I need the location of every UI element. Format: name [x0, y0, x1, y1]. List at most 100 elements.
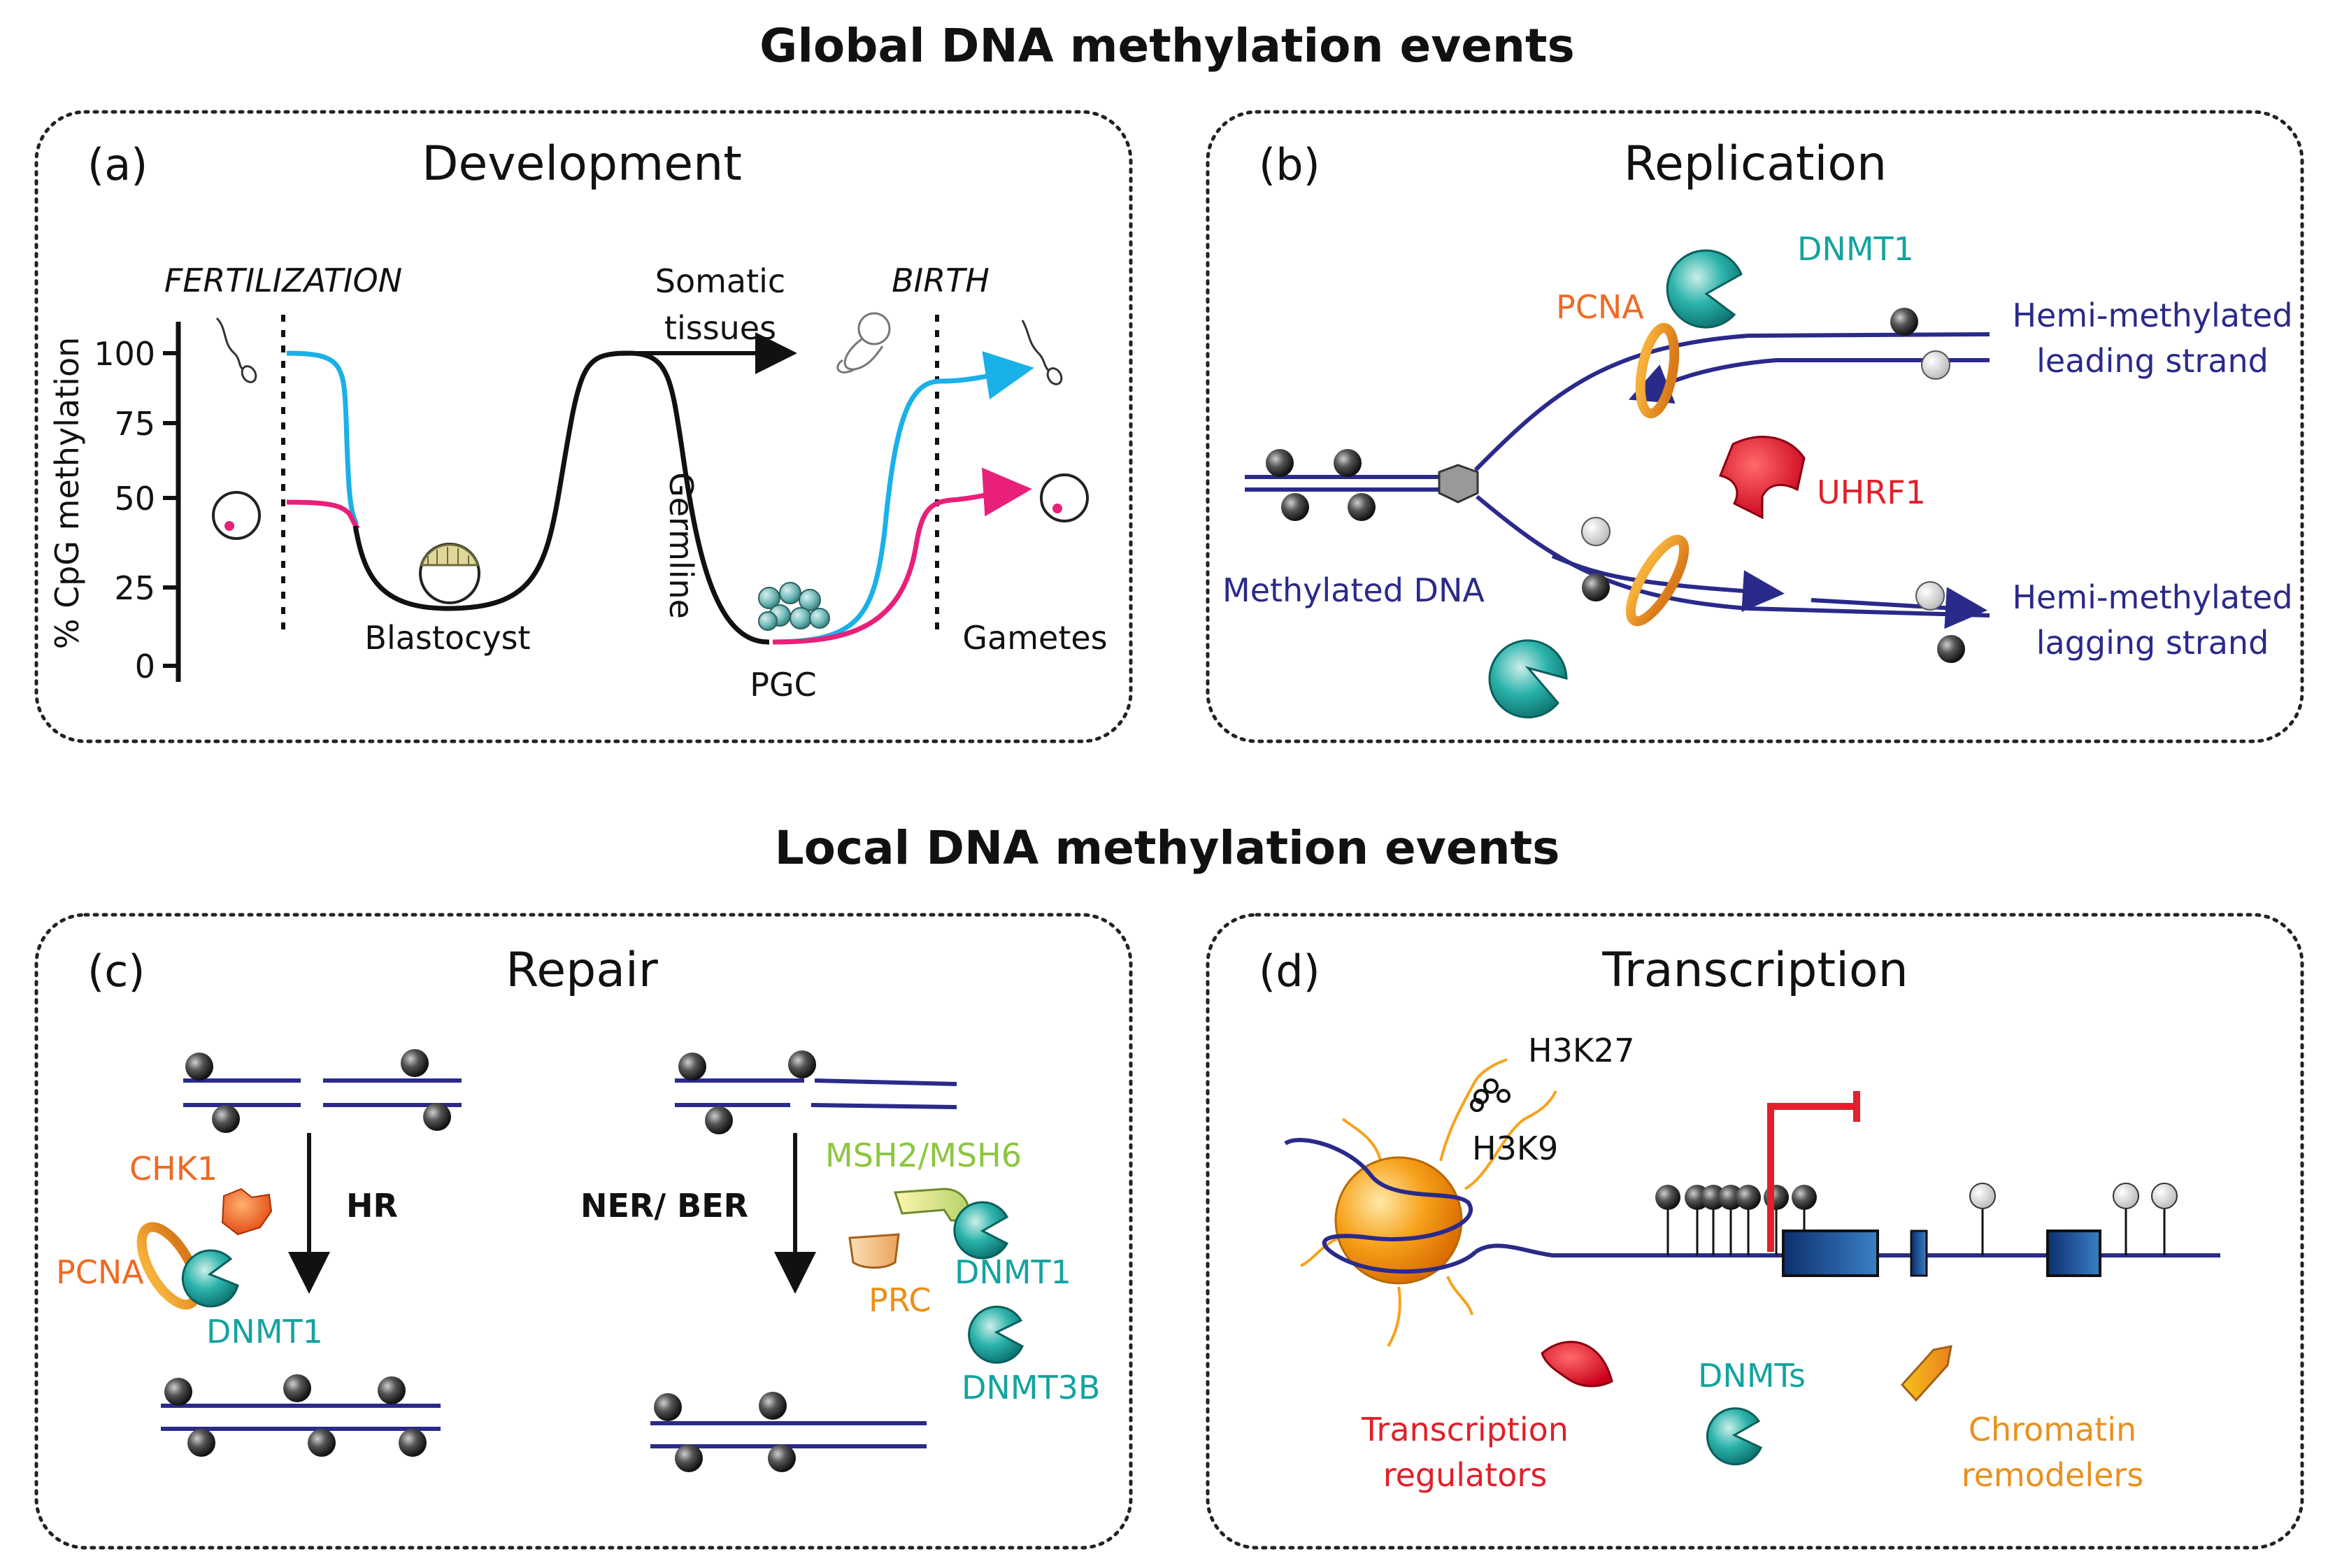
egg-icon	[212, 491, 261, 540]
dnmt1-label-repair-right: DNMT1	[955, 1253, 1071, 1291]
tick-100: 100	[94, 335, 155, 373]
hr-label: HR	[346, 1187, 398, 1225]
panel-c-frame	[34, 913, 1133, 1550]
panel-d-frame	[1206, 913, 2304, 1550]
methyl-leading-new	[1921, 350, 1950, 380]
exon-3	[2046, 1230, 2101, 1277]
h3k9-label: H3K9	[1472, 1129, 1558, 1167]
uhrf1-label: UHRF1	[1817, 473, 1926, 511]
gene-body-cpg-balls	[1969, 1183, 2178, 1209]
egg-icon-right	[1040, 473, 1089, 522]
hemi-lagging-label-2: lagging strand	[2036, 624, 2269, 662]
msh-icon	[893, 1188, 971, 1222]
hr-methyl-top	[185, 1049, 451, 1133]
maternal-curve	[286, 499, 360, 531]
dnmt1-label-repair-left: DNMT1	[206, 1313, 323, 1350]
birth-label: BIRTH	[892, 262, 990, 299]
pgc-to-gametes-blue	[772, 351, 1034, 645]
panel-d-letter: (d)	[1259, 946, 1320, 997]
ner-ber-label: NER/ BER	[580, 1187, 748, 1225]
tss-repressed-icon	[1767, 1103, 1857, 1252]
blastocyst-label: Blastocyst	[364, 619, 530, 657]
parental-methyl-groups	[1266, 449, 1376, 521]
pgc-to-gametes-pink	[772, 467, 1032, 645]
histone-marks-icon	[1470, 1078, 1511, 1112]
hemi-leading-label-2: leading strand	[2036, 342, 2269, 380]
y-axis-label: % CpG methylation	[48, 337, 86, 650]
histone-tails	[1300, 1058, 1557, 1348]
promoter-cpg-balls	[1655, 1185, 1817, 1210]
tick-75: 75	[114, 405, 155, 443]
methyl-leading-old	[1890, 308, 1918, 336]
nucleosome-icon	[1334, 1156, 1463, 1285]
dnmt3b-label: DNMT3B	[962, 1369, 1100, 1406]
somatic-label-1: Somatic	[655, 262, 785, 300]
remodelers-label-2: remodelers	[1962, 1456, 2144, 1494]
panel-c-letter: (c)	[87, 946, 145, 997]
methyl-lagging-old-2	[1937, 635, 1965, 663]
prc-icon	[848, 1233, 900, 1269]
ner-methyl-top	[678, 1050, 816, 1134]
gene-body-cpg	[1981, 1206, 2166, 1255]
exon-2	[1910, 1230, 1928, 1277]
hemi-leading-label-1: Hemi-methylated	[2012, 297, 2292, 334]
regulators-label-2: regulators	[1383, 1456, 1548, 1494]
msh-label: MSH2/MSH6	[825, 1136, 1022, 1174]
sperm-icon-right	[1021, 320, 1063, 385]
nucleosome-dna-wrap	[1284, 1138, 2220, 1274]
uhrf1-icon	[1718, 436, 1806, 520]
tick-0: 0	[135, 648, 155, 685]
pcna-ring-bottom	[1625, 534, 1690, 627]
pcna-label: PCNA	[1556, 288, 1644, 326]
dnmts-icon	[1706, 1407, 1762, 1466]
somatic-label-2: tissues	[664, 309, 776, 347]
panel-c: (c) Repair HR CHK1 PCNA DNMT1	[56, 943, 1100, 1472]
hr-repaired-methyl	[164, 1374, 427, 1457]
ner-repaired-methyl	[654, 1392, 796, 1472]
dnmt1-icon-top	[1666, 249, 1743, 329]
methyl-lagging-new-2	[1915, 581, 1945, 611]
remodelers-label-1: Chromatin	[1969, 1411, 2136, 1448]
chromatin-remodeler-icon	[1900, 1345, 1952, 1402]
baby-icon	[836, 312, 891, 373]
regulators-label-1: Transcription	[1361, 1411, 1569, 1448]
methyl-lagging-old-1	[1582, 573, 1610, 601]
ner-broken-dna	[675, 1078, 957, 1109]
hemi-lagging-label-1: Hemi-methylated	[2012, 578, 2292, 616]
panel-d-title: Transcription	[1601, 943, 1908, 998]
panel-b-letter: (b)	[1259, 139, 1320, 190]
transcription-regulator-icon	[1541, 1341, 1613, 1388]
tick-25: 25	[114, 569, 155, 607]
dnmt1-label: DNMT1	[1797, 230, 1914, 268]
panel-a-frame	[34, 110, 1133, 743]
chk1-label: CHK1	[129, 1150, 217, 1188]
local-title: Local DNA methylation events	[775, 821, 1560, 875]
hr-broken-dna	[183, 1078, 462, 1107]
methylated-dna-label: Methylated DNA	[1222, 571, 1485, 609]
blastocyst-icon	[419, 543, 480, 604]
tick-50: 50	[114, 480, 155, 518]
helicase-icon	[1438, 464, 1479, 504]
exon-1	[1782, 1230, 1879, 1277]
sperm-icon	[215, 317, 257, 383]
panel-b-title: Replication	[1624, 136, 1887, 192]
dnmt1-icon-bottom	[1488, 639, 1568, 719]
dnmts-label: DNMTs	[1698, 1357, 1806, 1395]
fertilization-label: FERTILIZATION	[164, 262, 402, 299]
pgc-cluster-icon	[758, 582, 830, 631]
ner-repaired-dna	[650, 1421, 927, 1448]
panel-b: (b) Replication	[1222, 136, 2293, 719]
paternal-curve	[286, 350, 359, 526]
y-ticks	[163, 351, 178, 668]
global-title: Global DNA methylation events	[759, 19, 1575, 73]
panel-d: (d) Transcription H3K27 H3K9	[1259, 943, 2220, 1494]
dnmt1-icon-repair	[181, 1249, 239, 1308]
panel-a-title: Development	[422, 136, 742, 192]
hr-repaired-dna	[161, 1404, 441, 1431]
development-curve	[352, 350, 770, 645]
dnmt3b-icon	[968, 1305, 1024, 1364]
gametes-label: Gametes	[962, 619, 1107, 657]
chk1-icon	[221, 1188, 273, 1236]
pgc-label: PGC	[750, 666, 817, 704]
